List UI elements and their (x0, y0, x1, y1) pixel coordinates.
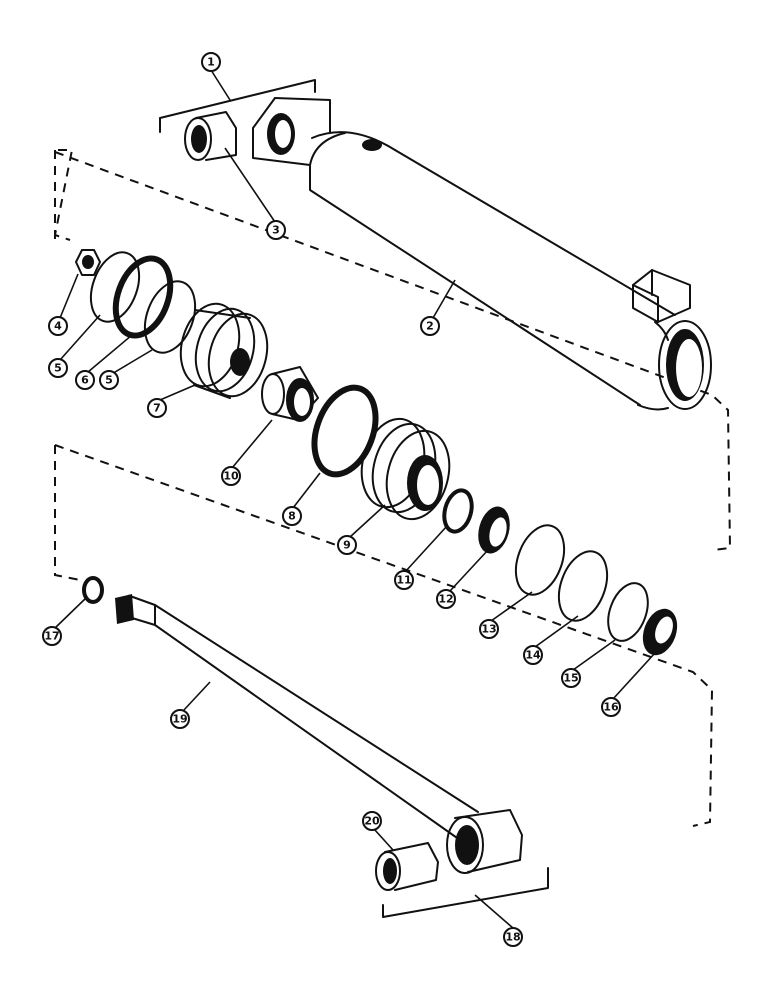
svg-text:2: 2 (426, 320, 434, 333)
callout-10: 10 (221, 466, 241, 486)
callout-15: 15 (561, 668, 581, 688)
cylinder-barrel (252, 97, 712, 411)
svg-text:16: 16 (603, 701, 619, 714)
callout-16: 16 (601, 697, 621, 717)
svg-text:5: 5 (105, 374, 113, 387)
svg-text:8: 8 (288, 510, 296, 523)
piston-part-7 (179, 302, 269, 399)
callout-12: 12 (436, 589, 456, 609)
rod-eye-part-18 (446, 809, 523, 874)
bushing-part-20 (375, 842, 439, 891)
ring-part-13 (514, 524, 566, 596)
ring-part-14 (557, 550, 609, 622)
svg-text:13: 13 (481, 623, 496, 636)
svg-text:15: 15 (563, 672, 578, 685)
callout-1: 1 (201, 52, 221, 72)
ring-part-15 (607, 582, 649, 642)
svg-text:20: 20 (364, 815, 380, 828)
bracket-item-1 (159, 79, 316, 133)
callout-17: 17 (42, 626, 62, 646)
callout-18: 18 (503, 927, 523, 947)
svg-text:12: 12 (438, 593, 453, 606)
bracket-item-18 (382, 867, 549, 918)
gland-part-9 (360, 417, 451, 521)
callout-13: 13 (479, 619, 499, 639)
ring-part-11 (442, 488, 474, 534)
washer-part-5b (143, 280, 197, 354)
svg-text:19: 19 (172, 713, 187, 726)
callout-3: 3 (266, 220, 286, 240)
lower-group-dashed-outline (54, 444, 714, 827)
svg-text:9: 9 (343, 539, 351, 552)
callout-19: 19 (170, 709, 190, 729)
callout-5a: 5 (48, 358, 68, 378)
piston-rod-part-19 (115, 594, 479, 841)
callout-2: 2 (420, 316, 440, 336)
ring-part-17 (82, 576, 104, 604)
spacer-part-10 (261, 366, 319, 422)
svg-text:3: 3 (272, 224, 280, 237)
callout-8: 8 (282, 506, 302, 526)
washer-part-5a (89, 251, 141, 323)
svg-text:11: 11 (396, 574, 411, 587)
leader-lines (54, 69, 656, 929)
svg-text:7: 7 (153, 402, 161, 415)
svg-text:14: 14 (525, 649, 541, 662)
o-ring-part-6 (112, 255, 174, 339)
wiper-part-12 (478, 506, 510, 554)
seal-part-16 (642, 608, 678, 656)
callout-20: 20 (362, 811, 382, 831)
upper-group-dashed-outline (53, 149, 732, 551)
svg-text:18: 18 (505, 931, 520, 944)
svg-text:4: 4 (54, 320, 62, 333)
nut-part-4 (75, 249, 101, 276)
bushing-part-3 (184, 111, 237, 161)
o-ring-part-8 (311, 384, 379, 478)
callout-4: 4 (48, 316, 68, 336)
callout-6: 6 (75, 370, 95, 390)
callout-14: 14 (523, 645, 543, 665)
svg-text:5: 5 (54, 362, 62, 375)
svg-text:10: 10 (223, 470, 239, 483)
callout-9: 9 (337, 535, 357, 555)
callout-11: 11 (394, 570, 414, 590)
callout-5b: 5 (99, 370, 119, 390)
callout-7: 7 (147, 398, 167, 418)
svg-text:1: 1 (207, 56, 215, 69)
svg-text:6: 6 (81, 374, 89, 387)
svg-text:17: 17 (44, 630, 59, 643)
